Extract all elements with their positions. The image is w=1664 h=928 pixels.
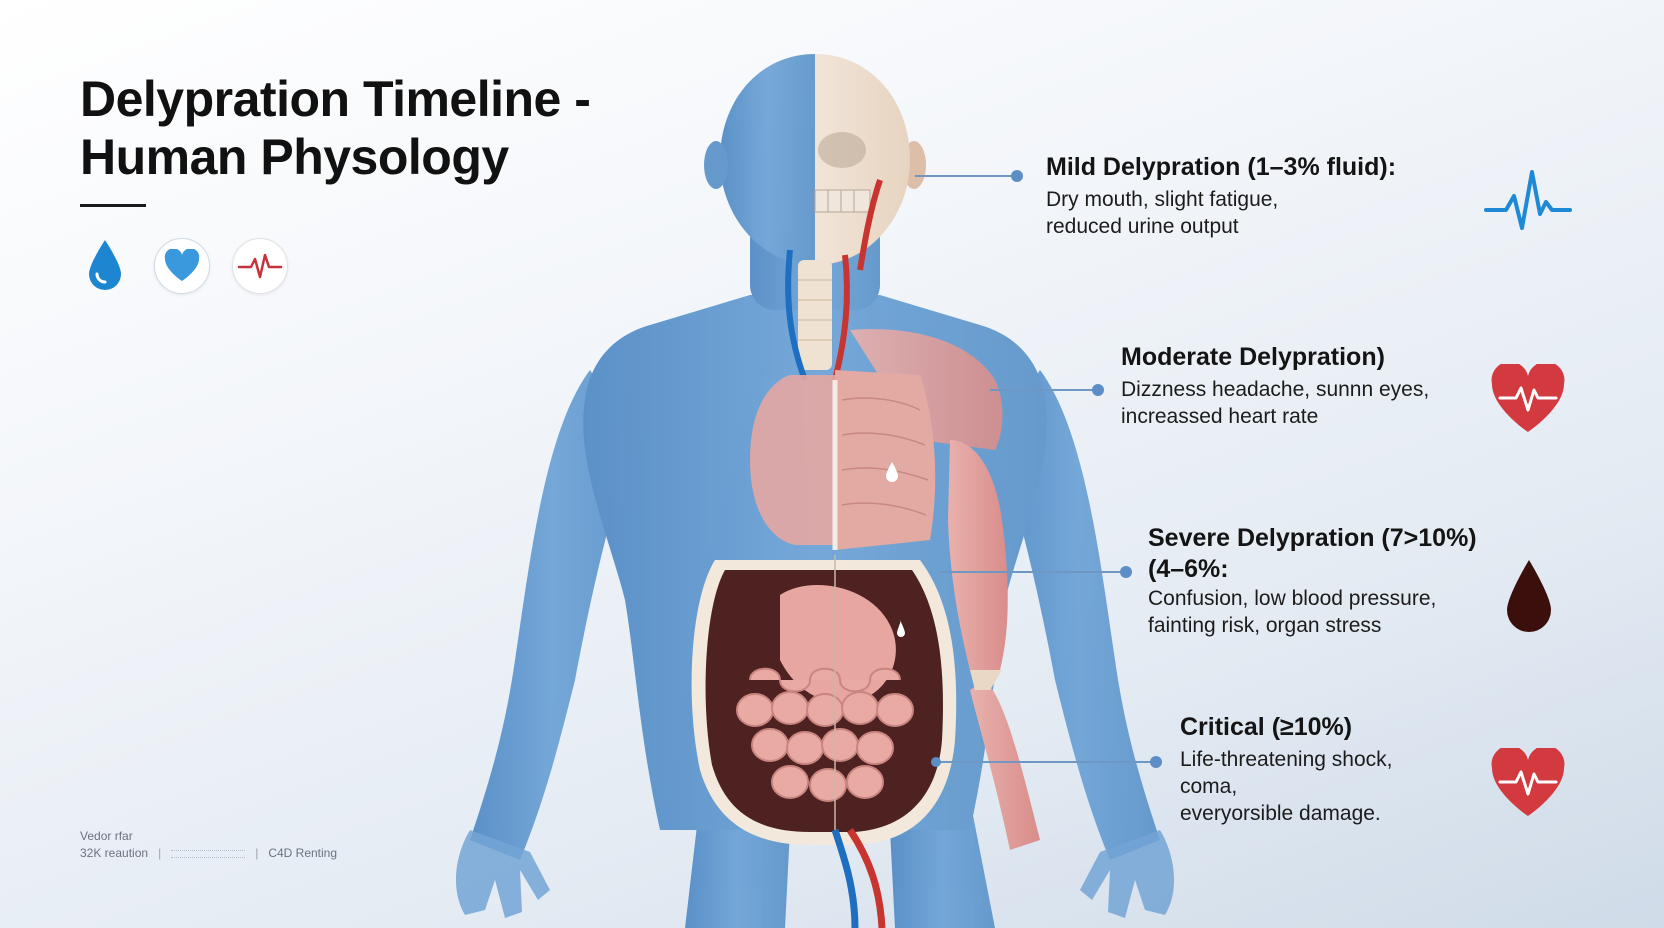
stage-critical-desc-line-2: coma, — [1180, 775, 1238, 798]
footer-rendering: C4D Renting — [268, 846, 338, 860]
stage-severe-subtitle: (4–6%: — [1148, 555, 1229, 583]
stage-critical: Critical (≥10%) Life-threatening shock, … — [1180, 712, 1500, 827]
footer-line-1: Vedor rfar — [80, 829, 133, 843]
heart-pulse-icon — [1491, 748, 1565, 816]
stage-critical-title: Critical (≥10%) — [1180, 713, 1353, 741]
footer-line-2: 32K reaution | | C4D Renting — [80, 845, 337, 862]
title-line-1: Delypration Timeline - — [80, 71, 591, 127]
lower-vessels — [831, 828, 886, 928]
stage-mild-desc-line-2: reduced urine output — [1046, 215, 1239, 238]
stage-critical-desc-line-1: Life-threatening shock, — [1180, 748, 1393, 771]
stage-critical-description: Life-threatening shock, coma, everyorsib… — [1180, 746, 1500, 827]
stage-mild-title: Mild Delypration (1–3% fluid): — [1046, 153, 1397, 181]
abdominal-organs — [691, 555, 957, 845]
stage-severe-description: Confusion, low blood pressure, fainting … — [1148, 585, 1518, 639]
heart-icon — [154, 238, 210, 294]
footer-credits: Vedor rfar 32K reaution | | C4D Renting — [80, 828, 337, 862]
human-body-illustration — [455, 54, 1175, 928]
skull-section — [814, 54, 910, 271]
stage-mild-description: Dry mouth, slight fatigue, reduced urine… — [1046, 186, 1446, 240]
stage-severe-title: Severe Delypration (7>10%) — [1148, 524, 1477, 552]
title-divider — [80, 204, 146, 207]
footer-separator: | — [158, 846, 162, 860]
neck-structures — [785, 249, 850, 382]
stage-moderate-title: Moderate Delypration) — [1121, 343, 1385, 371]
stage-moderate: Moderate Delypration) Dizzness headache,… — [1121, 342, 1501, 430]
heart-pulse-icon — [1491, 364, 1565, 432]
stage-moderate-desc-line-2: increassed heart rate — [1121, 405, 1319, 428]
heartbeat-pulse-icon — [1484, 170, 1572, 230]
stage-critical-desc-line-3: everyorsible damage. — [1180, 802, 1381, 825]
muscle-layer — [850, 329, 1040, 850]
water-drop-icon — [78, 238, 132, 292]
intestines — [736, 667, 914, 802]
stage-severe: Severe Delypration (7>10%) (4–6%: Confus… — [1148, 523, 1518, 639]
heartbeat-pulse-icon — [232, 238, 288, 294]
title-line-2: Human Physology — [80, 129, 509, 185]
stage-severe-desc-line-1: Confusion, low blood pressure, — [1148, 587, 1437, 610]
stage-mild: Mild Delypration (1–3% fluid): Dry mouth… — [1046, 152, 1446, 240]
footer-separator: | — [255, 846, 259, 860]
stage-severe-desc-line-2: fainting risk, organ stress — [1148, 614, 1382, 637]
ribcage-section — [750, 370, 936, 550]
stage-moderate-desc-line-1: Dizzness headache, sunnn eyes, — [1121, 378, 1430, 401]
stage-moderate-description: Dizzness headache, sunnn eyes, increasse… — [1121, 376, 1501, 430]
footer-resolution: 32K reaution — [80, 846, 149, 860]
page-title: Delypration Timeline - Human Physology — [80, 70, 700, 186]
stage-mild-desc-line-1: Dry mouth, slight fatigue, — [1046, 188, 1279, 211]
header-icon-row — [78, 238, 288, 294]
footer-dotted-bar — [171, 849, 246, 858]
dark-blood-drop-icon — [1507, 560, 1551, 632]
